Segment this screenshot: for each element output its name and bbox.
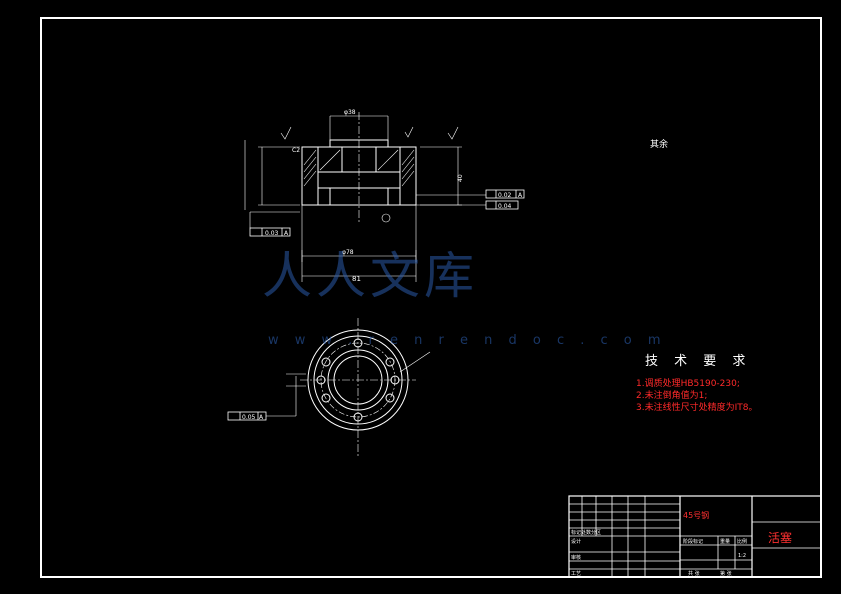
dimension-outer-diameter: φ78 [342, 249, 354, 256]
requirements-title: 技 术 要 求 [645, 354, 752, 369]
drawing-border-outer [40, 17, 822, 578]
process-row-label: 工艺 [571, 571, 582, 577]
sheet-number-label: 第 张 [720, 571, 732, 577]
tolerance-value-b: 0.05 [242, 414, 256, 421]
tolerance-value-a: 0.03 [265, 230, 279, 237]
sheet-total-label: 共 张 [688, 571, 700, 577]
stage-mark-header: 阶段标记 [683, 539, 704, 545]
dimension-height: 40 [457, 174, 464, 182]
dimension-chamfer: C2 [292, 147, 300, 154]
requirement-item: 3.未注线性尺寸处精度为IT8。 [636, 403, 758, 413]
title-block-grid [568, 495, 822, 578]
weight-header: 重量 [720, 539, 731, 545]
tolerance-value-c: 0.02 [498, 192, 512, 199]
requirements-list: 1.调质处理HB5190-230; 2.未注倒角值为1; 3.未注线性尺寸处精度… [636, 378, 757, 414]
front-section-view [244, 112, 486, 282]
review-row-label: 审核 [571, 555, 582, 561]
scale-value: 1:2 [738, 553, 747, 559]
requirement-item: 2.未注倒角值为1; [636, 391, 708, 401]
designer-row-label: 设计 [571, 539, 582, 545]
mark-row-label: 标记处数分区 [571, 530, 602, 536]
scale-header: 比例 [737, 539, 748, 545]
material-label: 45号钢 [683, 511, 710, 520]
tolerance-datum-b: A [259, 414, 264, 421]
tolerance-value-d: 0.04 [498, 203, 512, 210]
part-name: 活塞 [768, 531, 793, 545]
dimension-top-diameter: φ38 [344, 109, 356, 116]
requirement-item: 1.调质处理HB5190-230; [636, 379, 740, 389]
end-view [266, 318, 431, 458]
watermark-url: w w w . r e n r e n d o c . c o m [268, 333, 667, 348]
tolerance-datum-c: A [518, 192, 523, 199]
surface-roughness-note: 其余 [650, 140, 669, 150]
watermark-logo-text: 人人文库 [262, 247, 478, 305]
tolerance-datum-a: A [284, 230, 289, 237]
dimension-length: 81 [352, 275, 361, 283]
